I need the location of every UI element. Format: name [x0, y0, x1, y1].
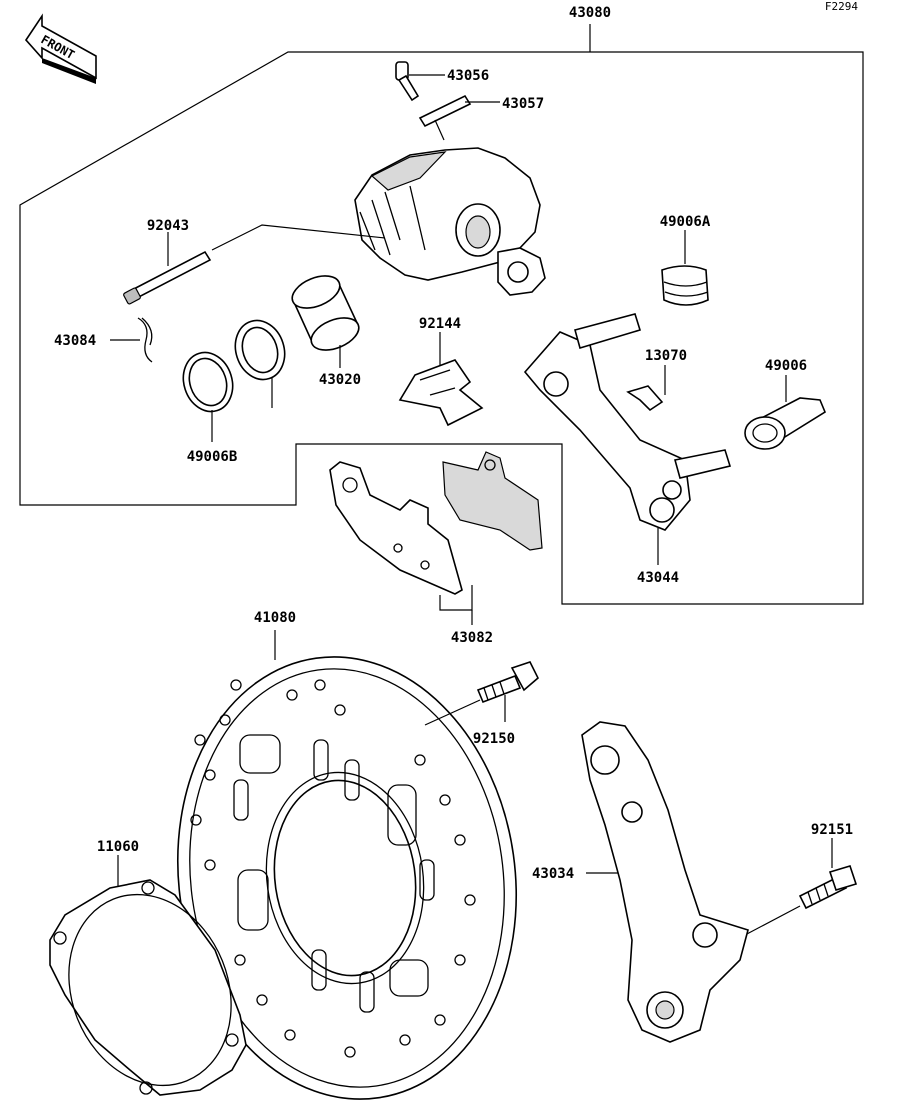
label-43056: 43056 [447, 68, 489, 84]
bracket-43034 [581, 721, 749, 1043]
boot-49006A [661, 230, 709, 306]
front-arrow-icon: FRONT [24, 13, 97, 84]
seal-49006B [182, 351, 234, 442]
label-43084: 43084 [54, 333, 96, 349]
label-92151: 92151 [811, 822, 853, 838]
caliper-body [354, 147, 546, 296]
gasket-11060 [49, 855, 247, 1096]
clip-13070 [626, 365, 666, 412]
piston-43020 [291, 275, 360, 368]
bleeder-valve-43056 [395, 61, 445, 102]
label-43020: 43020 [319, 372, 361, 388]
label-13070: 13070 [645, 348, 687, 364]
assembly-43080-outline [19, 24, 864, 605]
label-43082: 43082 [451, 630, 493, 646]
bolt-92151 [744, 838, 858, 936]
brake-disc-41080 [176, 630, 518, 1100]
label-43034: 43034 [532, 866, 574, 882]
label-49006A: 49006A [660, 214, 711, 230]
label-41080: 41080 [254, 610, 296, 626]
bolt-92150 [424, 661, 539, 726]
label-49006B: 49006B [187, 449, 238, 465]
label-92043: 92043 [147, 218, 189, 234]
bracket-43044 [523, 313, 732, 565]
label-11060: 11060 [97, 839, 139, 855]
label-92150: 92150 [473, 731, 515, 747]
cap-43057 [418, 94, 500, 141]
label-49006: 49006 [765, 358, 807, 374]
figure-code: F2294 [825, 0, 858, 13]
label-43080: 43080 [569, 5, 611, 21]
spring-92144 [398, 332, 484, 427]
label-43044: 43044 [637, 570, 679, 586]
clip-43084 [110, 317, 153, 363]
label-92144: 92144 [419, 316, 461, 332]
brake-pads-43082 [329, 451, 543, 625]
pin-92043 [123, 224, 386, 305]
label-43057: 43057 [502, 96, 544, 112]
boot-49006 [744, 375, 826, 450]
seal-43049 [234, 319, 286, 408]
